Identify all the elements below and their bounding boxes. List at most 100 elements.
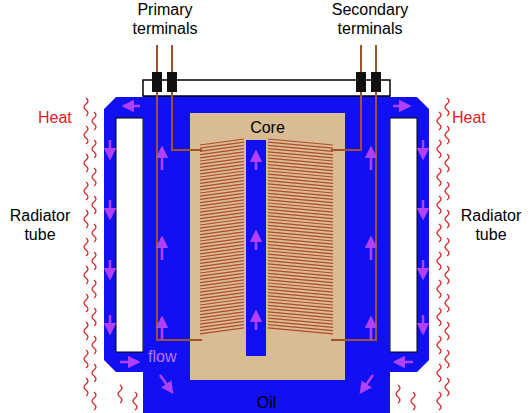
heat-waves	[84, 98, 449, 410]
coil-winding	[268, 254, 333, 260]
flow-arrow	[161, 148, 164, 170]
heat-wave	[445, 98, 449, 116]
coil-winding	[200, 219, 244, 225]
radiator-label: Radiator tube	[453, 206, 529, 244]
heat-wave	[437, 280, 441, 298]
coil-winding	[268, 241, 333, 247]
coil-winding	[200, 149, 244, 155]
coil-winding	[268, 165, 333, 171]
coil-winding	[200, 289, 244, 295]
flow-arrow	[161, 318, 164, 340]
coil-winding	[200, 241, 244, 247]
coil-winding	[268, 168, 333, 174]
flow-arrow	[109, 200, 112, 218]
coil-winding	[200, 161, 244, 167]
coil-winding	[268, 222, 333, 228]
coil-winding	[200, 177, 244, 183]
coil-winding	[268, 286, 333, 292]
coil-winding	[200, 158, 244, 164]
coil-winding	[200, 225, 244, 231]
heat-wave	[437, 140, 441, 158]
heat-wave	[445, 294, 449, 312]
heat-wave	[437, 252, 441, 270]
core-oil-channel	[246, 140, 266, 356]
flow-arrow	[422, 140, 425, 158]
radiator-gap	[390, 118, 417, 352]
coil-windings	[200, 139, 333, 334]
heat-wave	[84, 126, 88, 144]
coil-winding	[200, 245, 244, 251]
coil-winding	[268, 197, 333, 203]
coil-winding	[200, 248, 244, 254]
coil-winding	[268, 171, 333, 177]
heat-wave	[437, 308, 441, 326]
coil-winding	[200, 238, 244, 244]
coil-winding	[200, 325, 244, 331]
coil-winding	[268, 238, 333, 244]
radiator-gap	[116, 118, 143, 352]
coil-winding	[268, 225, 333, 231]
coil-winding	[268, 177, 333, 183]
coil-winding	[268, 325, 333, 331]
heat-wave	[92, 364, 96, 382]
coil-winding	[200, 264, 244, 270]
coil-winding	[268, 235, 333, 241]
flow-arrow	[255, 232, 258, 250]
coil-winding	[200, 174, 244, 180]
heat-wave	[92, 252, 96, 270]
flow-arrow	[255, 152, 258, 170]
coil-winding	[200, 229, 244, 235]
coil-winding	[268, 309, 333, 315]
coil-winding	[268, 213, 333, 219]
coil-winding	[200, 302, 244, 308]
heat-wave	[445, 154, 449, 172]
coil-winding	[200, 293, 244, 299]
coil-winding	[200, 206, 244, 212]
heat-wave	[118, 385, 122, 403]
terminal-label: Secondary terminals	[314, 0, 426, 38]
heat-wave	[445, 322, 449, 340]
coil-winding	[200, 165, 244, 171]
coil-winding	[268, 315, 333, 321]
coil-winding	[200, 305, 244, 311]
coil-winding	[200, 328, 244, 334]
coil-winding	[268, 139, 333, 145]
terminal-bushings	[152, 72, 381, 92]
heat-wave	[92, 308, 96, 326]
flow-arrow	[120, 361, 138, 364]
oil-flow-arrows	[110, 106, 423, 392]
heat-wave	[84, 266, 88, 284]
coil-winding	[268, 299, 333, 305]
coil-winding	[200, 190, 244, 196]
coil-winding	[268, 174, 333, 180]
coil-winding	[268, 277, 333, 283]
heat-wave	[445, 238, 449, 256]
coil-winding	[268, 149, 333, 155]
coil-winding	[200, 152, 244, 158]
coil-winding	[200, 142, 244, 148]
radiator-tube	[104, 97, 145, 372]
heat-label: Heat	[38, 108, 82, 127]
flow-arrow	[370, 238, 373, 260]
coil-winding	[268, 245, 333, 251]
coil-winding	[268, 209, 333, 215]
coil-winding	[200, 168, 244, 174]
coil-winding	[268, 312, 333, 318]
heat-wave	[84, 182, 88, 200]
coil-winding	[200, 318, 244, 324]
coil-winding	[268, 216, 333, 222]
coil-winding	[268, 328, 333, 334]
coil-winding	[268, 152, 333, 158]
coil-winding	[268, 145, 333, 151]
heat-wave	[437, 168, 441, 186]
coil-winding	[200, 312, 244, 318]
coil-winding	[200, 232, 244, 238]
flow-arrow	[161, 238, 164, 260]
coil-winding	[268, 318, 333, 324]
coil-winding	[200, 273, 244, 279]
terminal-label: Primary terminals	[112, 0, 218, 38]
heat-wave	[84, 294, 88, 312]
coil-winding	[200, 155, 244, 161]
core	[190, 113, 345, 380]
